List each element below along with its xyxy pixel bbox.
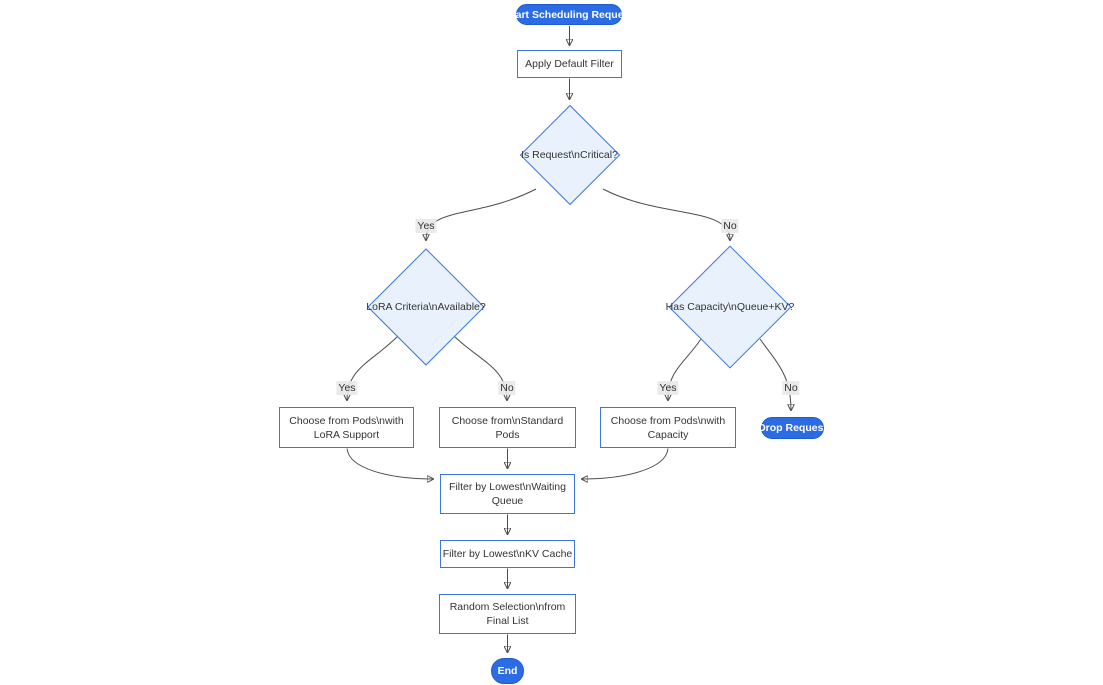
node-start: Start Scheduling Request xyxy=(505,4,633,25)
node-end: End xyxy=(491,658,524,684)
node-choose-standard-pods-line2: Pods xyxy=(495,428,520,441)
node-drop-request-label: Drop Request xyxy=(758,422,827,434)
node-is-request-critical: Is Request\nCritical? xyxy=(519,104,620,206)
node-start-label: Start Scheduling Request xyxy=(505,8,633,21)
node-random-selection-final-list: Random Selection\nfrom Final List xyxy=(439,594,576,634)
edge-choose-capacity-to-filter-waiting xyxy=(582,448,669,480)
node-random-selection-final-list-line1: Random Selection\nfrom xyxy=(449,601,566,613)
node-filter-lowest-waiting-queue-line2: Queue xyxy=(491,495,524,507)
node-choose-pods-capacity-line2: Capacity xyxy=(647,428,689,441)
node-choose-pods-lora-line2: LoRA Support xyxy=(313,428,380,441)
node-lora-criteria-available: LoRA Criteria\nAvailable? xyxy=(366,248,486,366)
node-filter-lowest-waiting-queue-line1: Filter by Lowest\nWaiting xyxy=(449,481,566,493)
edge-label-critical-no: No xyxy=(721,219,739,233)
node-filter-lowest-waiting-queue: Filter by Lowest\nWaiting Queue xyxy=(440,474,575,514)
edge-choose-lora-to-filter-waiting xyxy=(346,448,433,480)
node-has-capacity-queue-kv: Has Capacity\nQueue+KV? xyxy=(665,245,795,369)
node-choose-standard-pods-line1: Choose from\nStandard xyxy=(451,414,564,427)
edge-label-critical-yes: Yes xyxy=(415,219,437,233)
node-choose-pods-lora-line1: Choose from Pods\nwith xyxy=(289,414,404,427)
node-choose-pods-capacity: Choose from Pods\nwith Capacity xyxy=(600,407,736,448)
edge-label-lora-no: No xyxy=(498,381,516,395)
node-end-label: End xyxy=(497,665,518,677)
edge-capacity-no-to-drop xyxy=(759,338,791,410)
edge-label-lora-yes: Yes xyxy=(336,381,358,395)
node-choose-standard-pods: Choose from\nStandard Pods xyxy=(439,407,576,448)
node-filter-lowest-kv-cache: Filter by Lowest\nKV Cache xyxy=(440,540,575,568)
node-choose-pods-capacity-line1: Choose from Pods\nwith xyxy=(610,414,726,427)
node-apply-default-filter: Apply Default Filter xyxy=(517,50,622,78)
node-lora-criteria-available-label: LoRA Criteria\nAvailable? xyxy=(366,301,486,313)
node-drop-request: Drop Request xyxy=(758,417,827,439)
node-is-request-critical-label: Is Request\nCritical? xyxy=(521,149,618,161)
node-filter-lowest-kv-cache-label: Filter by Lowest\nKV Cache xyxy=(442,548,573,560)
edge-label-capacity-no: No xyxy=(782,381,800,395)
node-choose-pods-lora: Choose from Pods\nwith LoRA Support xyxy=(279,407,414,448)
node-has-capacity-queue-kv-label: Has Capacity\nQueue+KV? xyxy=(665,301,795,313)
node-apply-default-filter-label: Apply Default Filter xyxy=(525,58,614,70)
node-random-selection-final-list-line2: Final List xyxy=(486,615,529,627)
edge-label-capacity-yes: Yes xyxy=(657,381,679,395)
edge-critical-no-to-capacity xyxy=(602,188,730,240)
